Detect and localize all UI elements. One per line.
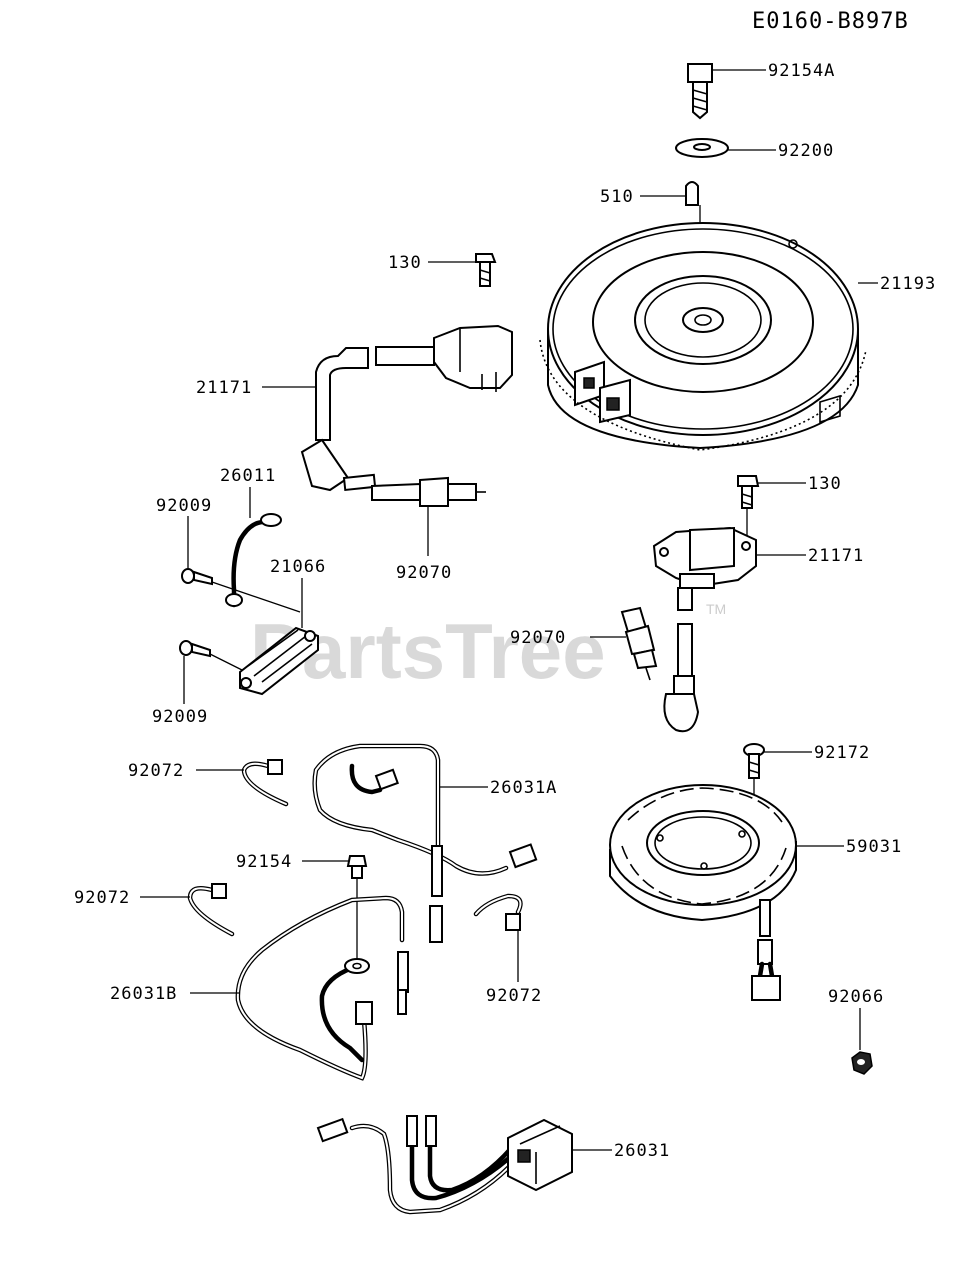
stator-lead [751,899,781,1001]
callout-92066[interactable]: 92066 [828,987,884,1007]
callout-92072-upper[interactable]: 92072 [128,761,184,781]
callout-21171-right[interactable]: 21171 [808,546,864,566]
callout-92009-upper[interactable]: 92009 [156,496,212,516]
bolt-92154a[interactable] [687,63,713,120]
bolt-92172[interactable] [743,743,765,779]
harness-26031b[interactable] [235,895,409,1081]
harness-26031[interactable] [316,1115,573,1215]
callout-26031a[interactable]: 26031A [490,778,557,798]
callout-92172[interactable]: 92172 [814,743,870,763]
screw-92009-upper[interactable] [181,568,213,586]
spark-plug-92070-left[interactable] [371,476,486,507]
bolt-130-right[interactable] [737,475,760,509]
screw-92009-lower[interactable] [179,640,211,658]
stator-59031[interactable] [609,784,797,922]
lead-wire-26011[interactable] [225,513,282,608]
bolt-130-left[interactable] [475,253,497,287]
clamp-92072-upper[interactable] [241,759,289,807]
key-510[interactable] [685,181,699,206]
washer-92200[interactable] [675,138,729,158]
callout-130-left[interactable]: 130 [388,253,422,273]
callout-92200[interactable]: 92200 [778,141,834,161]
regulator-21066[interactable] [239,626,319,696]
callout-59031[interactable]: 59031 [846,837,902,857]
clamp-92072-mid-center[interactable] [473,893,523,931]
callout-510[interactable]: 510 [600,187,634,207]
callout-92154[interactable]: 92154 [236,852,292,872]
watermark-tm: TM [706,601,726,617]
ignition-coil-21171-left[interactable] [300,324,513,492]
callout-21066[interactable]: 21066 [270,557,326,577]
harness-26031a[interactable] [312,743,538,943]
callout-92072-mid-left[interactable]: 92072 [74,888,130,908]
diagram-code: E0160-B897B [752,9,909,34]
callout-92070-right[interactable]: 92070 [510,628,566,648]
callout-130-right[interactable]: 130 [808,474,842,494]
clamp-92072-mid-left[interactable] [187,883,235,937]
bolt-92154[interactable] [346,855,368,879]
callout-92070-left[interactable]: 92070 [396,563,452,583]
screw-axis-upper [211,581,301,613]
callout-92154a[interactable]: 92154A [768,61,835,81]
coil-lead-right [663,623,700,733]
ignition-coil-21171-right[interactable] [652,526,757,611]
callout-21171-left[interactable]: 21171 [196,378,252,398]
callout-92072-mid-center[interactable]: 92072 [486,986,542,1006]
callout-26031[interactable]: 26031 [614,1141,670,1161]
spark-plug-92070-right[interactable] [620,606,658,681]
callout-26011[interactable]: 26011 [220,466,276,486]
watermark: PartsTree TM [250,601,726,695]
callout-21193[interactable]: 21193 [880,274,936,294]
callout-26031b[interactable]: 26031B [110,984,177,1004]
nut-92066[interactable] [851,1051,873,1075]
screw-axis-lower [209,653,243,671]
callout-92009-lower[interactable]: 92009 [152,707,208,727]
flywheel-21193[interactable] [539,222,867,451]
